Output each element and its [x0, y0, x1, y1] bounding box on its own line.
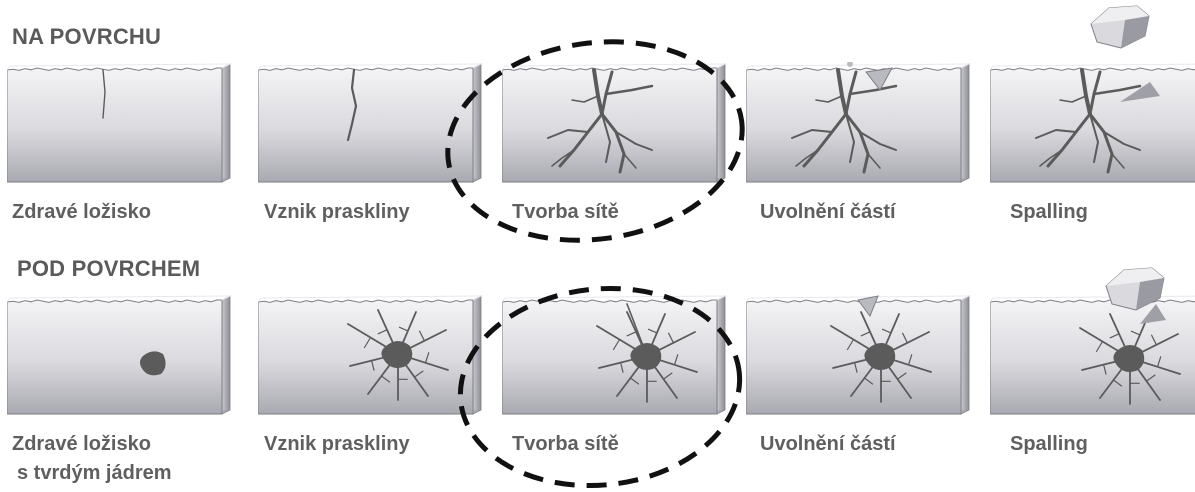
spalled-chunk-subsurface — [1100, 264, 1170, 321]
highlight-ellipse-surface — [440, 36, 750, 246]
spalled-chunk-surface — [1085, 2, 1155, 59]
stage-label: Spalling — [1010, 433, 1088, 456]
stage-panel-subsurface-loosening — [746, 294, 971, 424]
section-title-subsurface: POD POVRCHEM — [17, 256, 200, 282]
highlight-ellipse-subsurface — [452, 282, 748, 492]
section-title-surface: NA POVRCHU — [12, 24, 161, 50]
stage-label: Vznik praskliny — [264, 433, 410, 456]
stage-label-line2: s tvrdým jádrem — [17, 462, 172, 485]
stage-label: Uvolnění částí — [760, 433, 896, 456]
stage-panel-surface-healthy — [7, 62, 232, 192]
stage-panel-subsurface-crack-init — [258, 294, 483, 424]
stage-label: Zdravé ložisko — [12, 201, 151, 224]
stage-panel-surface-loosening — [746, 62, 971, 192]
stage-panel-surface-spalling — [990, 62, 1195, 192]
stage-panel-subsurface-healthy — [7, 294, 232, 424]
stage-label: Vznik praskliny — [264, 201, 410, 224]
stage-label: Spalling — [1010, 201, 1088, 224]
stage-label: Uvolnění částí — [760, 201, 896, 224]
stage-label: Zdravé ložisko — [12, 433, 151, 456]
